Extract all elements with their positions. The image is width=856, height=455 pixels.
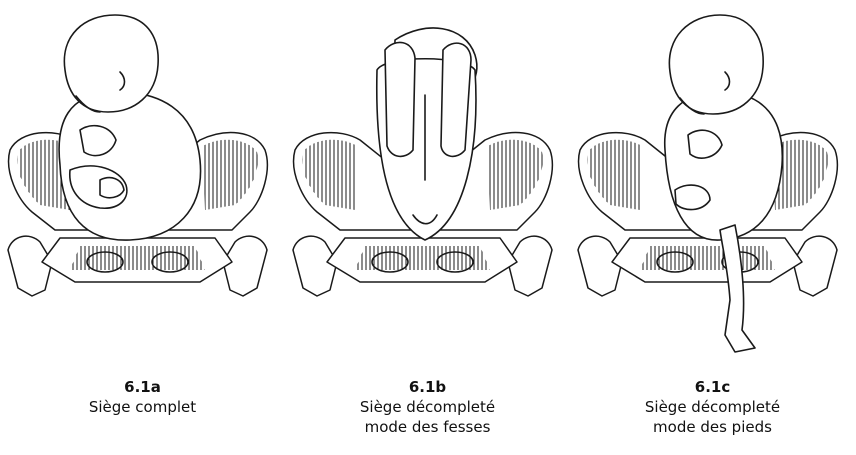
- figure-caption-line2: mode des pieds: [570, 418, 855, 436]
- fetus-drawing: [665, 15, 783, 352]
- figure-panel-footling-breech: 6.1c Siège décompleté mode des pieds: [570, 0, 855, 455]
- figure-panel-complete-breech: 6.1a Siège complet: [0, 0, 285, 455]
- fetus-drawing: [59, 15, 200, 240]
- figure-id: 6.1a: [0, 378, 285, 396]
- footling-breech-illustration: [570, 0, 855, 370]
- complete-breech-illustration: [0, 0, 285, 370]
- figure-caption-line1: Siège décompleté: [570, 398, 855, 416]
- figure-caption-line1: Siège complet: [0, 398, 285, 416]
- figure-id: 6.1c: [570, 378, 855, 396]
- figure-caption-line1: Siège décompleté: [285, 398, 570, 416]
- frank-breech-illustration: [285, 0, 570, 370]
- figure-id: 6.1b: [285, 378, 570, 396]
- figure-caption-line2: mode des fesses: [285, 418, 570, 436]
- figure-panel-frank-breech: 6.1b Siège décompleté mode des fesses: [285, 0, 570, 455]
